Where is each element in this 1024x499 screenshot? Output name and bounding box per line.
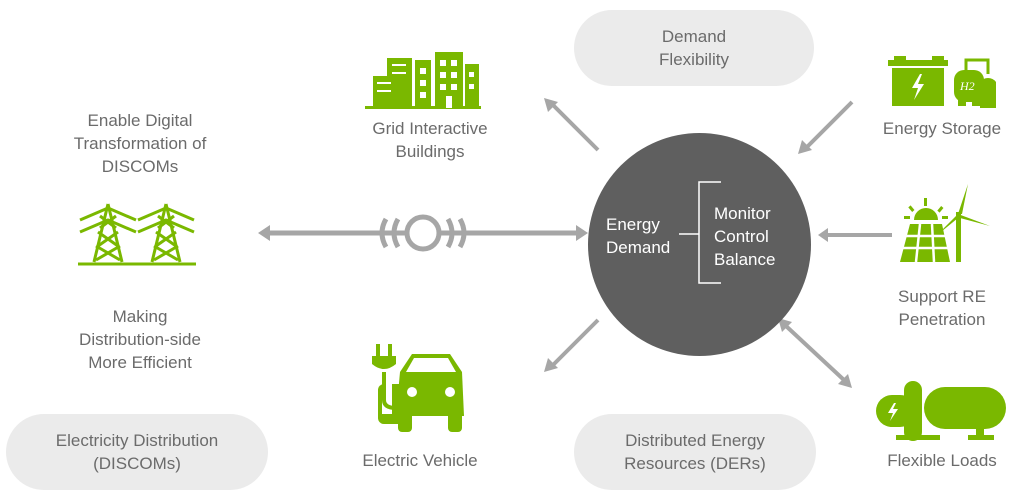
energy-storage-label: Energy Storage (860, 117, 1024, 140)
h2-text: H2 (959, 79, 975, 93)
bracket-connector (679, 181, 721, 284)
text-line: Enable Digital (87, 111, 193, 130)
text-line: Electric Vehicle (362, 451, 478, 470)
text-line: DISCOMs (101, 157, 179, 176)
arrow-to-buildings (544, 98, 600, 152)
solar-wind-icon (900, 184, 990, 263)
text-line: Making (112, 307, 168, 326)
re-penetration-label: Support RE Penetration (860, 285, 1024, 331)
ders-pill: Distributed Energy Resources (DERs) (574, 414, 816, 490)
electric-vehicle-label: Electric Vehicle (320, 449, 520, 472)
text-line: Demand (606, 238, 671, 257)
pill-line: Demand (661, 27, 727, 46)
energy-demand-text: Energy Demand (606, 213, 670, 259)
pill-line: Distributed Energy (625, 431, 765, 450)
arrow-to-ev (544, 318, 600, 372)
arrow-from-re (818, 228, 892, 242)
text-line: Flexible Loads (887, 451, 997, 470)
demand-flexibility-pill: Demand Flexibility (574, 10, 814, 86)
grid-buildings-label: Grid Interactive Buildings (330, 117, 530, 163)
flexible-loads-label: Flexible Loads (860, 449, 1024, 472)
arrow-bidirectional-loads (778, 318, 852, 388)
text-line: Transformation of (73, 134, 207, 153)
bidirectional-connector (258, 214, 588, 252)
electric-car-icon (372, 344, 464, 432)
pill-line: Resources (DERs) (624, 454, 766, 473)
text-line: Energy Storage (882, 119, 1002, 138)
pill-line: Flexibility (659, 50, 729, 69)
text-line: More Efficient (88, 353, 192, 372)
text-line: Balance (714, 250, 776, 269)
monitor-control-balance-text: Monitor Control Balance (714, 202, 775, 271)
tank-load-icon (876, 381, 1006, 441)
text-line: Grid Interactive (372, 119, 488, 138)
text-line: Support RE (898, 287, 986, 306)
pill-line: Electricity Distribution (55, 431, 219, 450)
distribution-efficiency-text: Making Distribution-side More Efficient (40, 305, 240, 374)
pill-line: (DISCOMs) (93, 454, 181, 473)
text-line: Penetration (898, 310, 986, 329)
text-line: Buildings (395, 142, 465, 161)
arrow-from-storage (798, 100, 854, 154)
battery-hydrogen-icon: H2 (888, 56, 996, 108)
text-line: Distribution-side (79, 330, 201, 349)
text-line: Energy (606, 215, 660, 234)
text-line: Monitor (714, 204, 771, 223)
buildings-icon (365, 52, 481, 109)
text-line: Control (714, 227, 769, 246)
transmission-tower-icon (78, 203, 196, 266)
electricity-distribution-pill: Electricity Distribution (DISCOMs) (6, 414, 268, 490)
digital-transformation-text: Enable Digital Transformation of DISCOMs (40, 109, 240, 178)
